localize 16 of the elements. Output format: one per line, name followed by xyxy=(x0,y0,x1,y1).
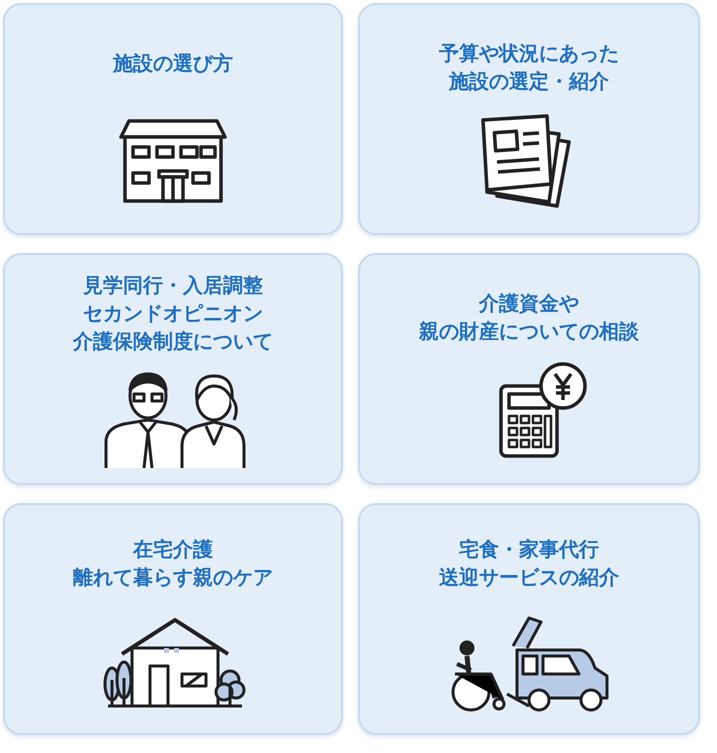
card-text: 予算や状況にあった施設の選定・紹介 xyxy=(439,40,619,95)
card-text: 介護保険制度について xyxy=(73,328,273,355)
card-text: 宅食・家事代行 xyxy=(459,536,599,563)
service-card xyxy=(3,3,343,235)
service-card xyxy=(358,503,700,735)
service-card xyxy=(358,253,700,485)
card-text: 送迎サービスの紹介 xyxy=(439,564,619,591)
card-text: 見学同行・入居調整 xyxy=(83,272,263,299)
service-card xyxy=(358,3,700,235)
card-text: 在宅介護 xyxy=(133,536,213,563)
service-card xyxy=(3,503,343,735)
card-text: セカンドオピニオン xyxy=(83,300,263,327)
service-card xyxy=(3,253,343,485)
card-text: 離れて暮らす親のケア xyxy=(73,564,273,591)
card-text: 介護資金や親の財産についての相談 xyxy=(419,290,639,345)
card-text: 施設の選び方 xyxy=(113,50,233,77)
